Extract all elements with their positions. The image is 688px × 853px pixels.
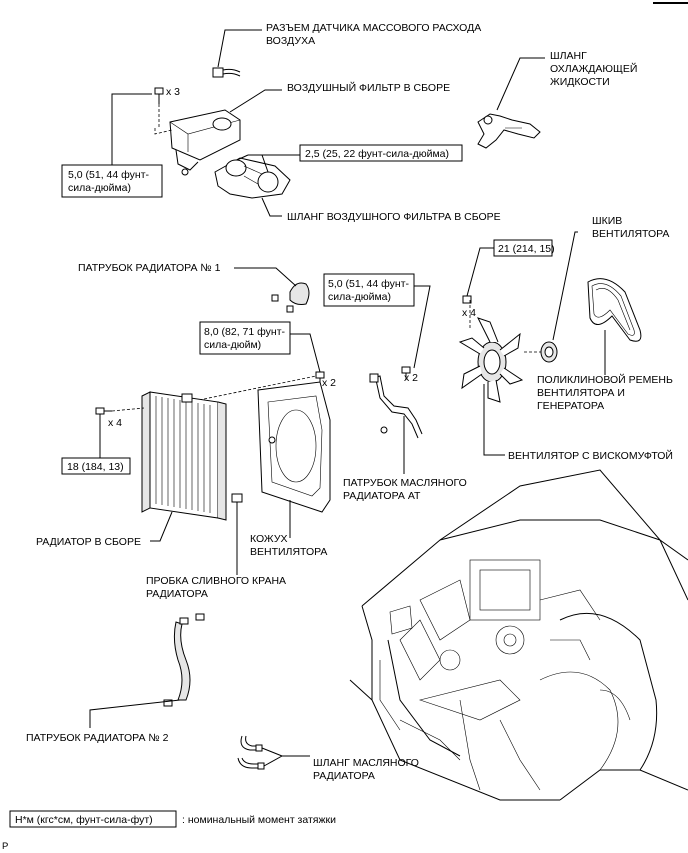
- v-belt-part: [587, 278, 642, 342]
- oil-cooler-torque-line1: 5,0 (51, 44 фунт-: [328, 278, 409, 290]
- oil-cooler-bolt-qty: x 2: [404, 372, 418, 384]
- fan-clutch-part: [458, 317, 524, 403]
- oil-cooler-torque-leader: [413, 285, 431, 369]
- vehicle-engine-bay-illustration: [349, 469, 688, 801]
- fan-clutch-label: ВЕНТИЛЯТОР С ВИСКОМУФТОЙ: [508, 449, 673, 462]
- radiator-hose-1-part: [271, 282, 310, 313]
- radiator-label: РАДИАТОР В СБОРЕ: [36, 536, 141, 548]
- hose-clamp-torque-box: [299, 144, 463, 162]
- fan-nut-torque-leader: [466, 247, 494, 297]
- air-cleaner-torque-leader: [111, 93, 152, 165]
- oil-cooler-hose-label-2: РАДИАТОРА: [313, 770, 375, 782]
- fan-shroud-part: [257, 381, 331, 513]
- air-cleaner-torque-box: [61, 164, 163, 198]
- v-belt-label-1: ПОЛИКЛИНОВОЙ РЕМЕНЬ: [537, 373, 673, 386]
- oil-cooler-hose-at-label-1: ПАТРУБОК МАСЛЯНОГО: [343, 477, 467, 489]
- fan-pulley-label-2: ВЕНТИЛЯТОРА: [592, 228, 669, 240]
- radiator-hose-2-part: [163, 613, 205, 707]
- v-belt-label-3: ГЕНЕРАТОРА: [537, 400, 604, 412]
- oil-cooler-torque-box: [323, 273, 415, 307]
- oil-cooler-bolt-icon: [401, 366, 411, 380]
- radiator-hose-1-leader: [234, 267, 297, 287]
- fan-pulley-label-1: ШКИВ: [592, 215, 622, 227]
- air-cleaner-bolt-icon: [154, 87, 164, 104]
- air-cleaner-part: [169, 109, 241, 176]
- fan-shroud-label-1: КОЖУХ: [250, 533, 288, 545]
- corner-mark: P: [2, 841, 8, 852]
- legend-unit-box: [9, 810, 177, 828]
- shroud-torque-line2: сила-дюйм): [204, 339, 261, 351]
- shroud-torque-leader: [290, 333, 321, 373]
- shroud-torque-line1: 8,0 (82, 71 фунт-: [204, 326, 285, 338]
- radiator-torque-text: 18 (184, 13): [67, 461, 124, 473]
- radiator-bolt-qty: x 4: [108, 417, 122, 429]
- oil-cooler-hose-at-part: [369, 373, 423, 439]
- oil-cooler-torque-line2: сила-дюйма): [328, 291, 391, 303]
- fan-shroud-label-2: ВЕНТИЛЯТОРА: [250, 546, 327, 558]
- drain-plug-label-1: ПРОБКА СЛИВНОГО КРАНА: [146, 575, 286, 587]
- air-cleaner-bolt-dashline: [154, 128, 173, 135]
- bolt-qty-x3: x 3: [166, 86, 180, 98]
- legend-description: : номинальный момент затяжки: [182, 814, 336, 826]
- air-cleaner-leader: [229, 89, 282, 113]
- air-cleaner-hose-leader: [261, 197, 282, 217]
- oil-cooler-hose-at-label-2: РАДИАТОРА АТ: [343, 490, 421, 502]
- air-cleaner-torque-line1: 5,0 (51, 44 фунт-: [68, 169, 149, 181]
- radiator-torque-box: [61, 457, 131, 475]
- coolant-hose-part: [477, 113, 541, 149]
- fan-nut-torque-box: [493, 239, 553, 257]
- air-cleaner-hose-part: [214, 157, 291, 199]
- shroud-bolt-qty: x 2: [322, 377, 336, 389]
- fan-clutch-leader: [483, 384, 505, 456]
- radiator-hose-2-label: ПАТРУБОК РАДИАТОРА № 2: [26, 732, 169, 744]
- maf-connector-leader: [217, 29, 262, 68]
- radiator-hose-2-leader: [89, 699, 181, 728]
- coolant-hose-leader: [496, 57, 545, 111]
- legend-unit-text: Н*м (кгс*см, фунт-сила-фут): [15, 814, 153, 826]
- fan-nut-torque-text: 21 (214, 15): [498, 243, 555, 255]
- shroud-torque-box: [199, 321, 291, 355]
- fan-pulley-leader: [552, 231, 578, 341]
- v-belt-label-2: ВЕНТИЛЯТОРА И: [537, 387, 625, 399]
- coolant-hose-label-1: ШЛАНГ: [550, 50, 587, 62]
- maf-connector-label-line1: РАЗЪЕМ ДАТЧИКА МАССОВОГО РАСХОДА: [266, 22, 481, 34]
- air-cleaner-hose-label: ШЛАНГ ВОЗДУШНОГО ФИЛЬТРА В СБОРЕ: [287, 211, 501, 223]
- coolant-hose-label-3: ЖИДКОСТИ: [550, 76, 610, 88]
- oil-cooler-hose-part: [237, 735, 265, 770]
- fan-pulley-part: [540, 341, 558, 363]
- radiator-part: [141, 391, 227, 521]
- radiator-bolt-icon: [95, 407, 112, 415]
- air-cleaner-label: ВОЗДУШНЫЙ ФИЛЬТР В СБОРЕ: [287, 81, 450, 94]
- hose-clamp-torque-text: 2,5 (25, 22 фунт-сила-дюйма): [305, 148, 449, 160]
- radiator-leader: [150, 511, 173, 542]
- coolant-hose-label-2: ОХЛАЖДАЮЩЕЙ: [550, 62, 637, 75]
- drain-plug-label-2: РАДИАТОРА: [146, 588, 208, 600]
- drain-plug-part: [231, 493, 243, 508]
- radiator-hose-1-label: ПАТРУБОК РАДИАТОРА № 1: [78, 262, 221, 274]
- maf-connector-label-line2: ВОЗДУХА: [266, 35, 315, 47]
- oil-cooler-hose-label-1: ШЛАНГ МАСЛЯНОГО: [313, 757, 419, 769]
- air-cleaner-torque-line2: сила-дюйма): [68, 182, 131, 194]
- maf-connector-part: [212, 67, 241, 78]
- fan-nut-qty: x 4: [462, 307, 476, 319]
